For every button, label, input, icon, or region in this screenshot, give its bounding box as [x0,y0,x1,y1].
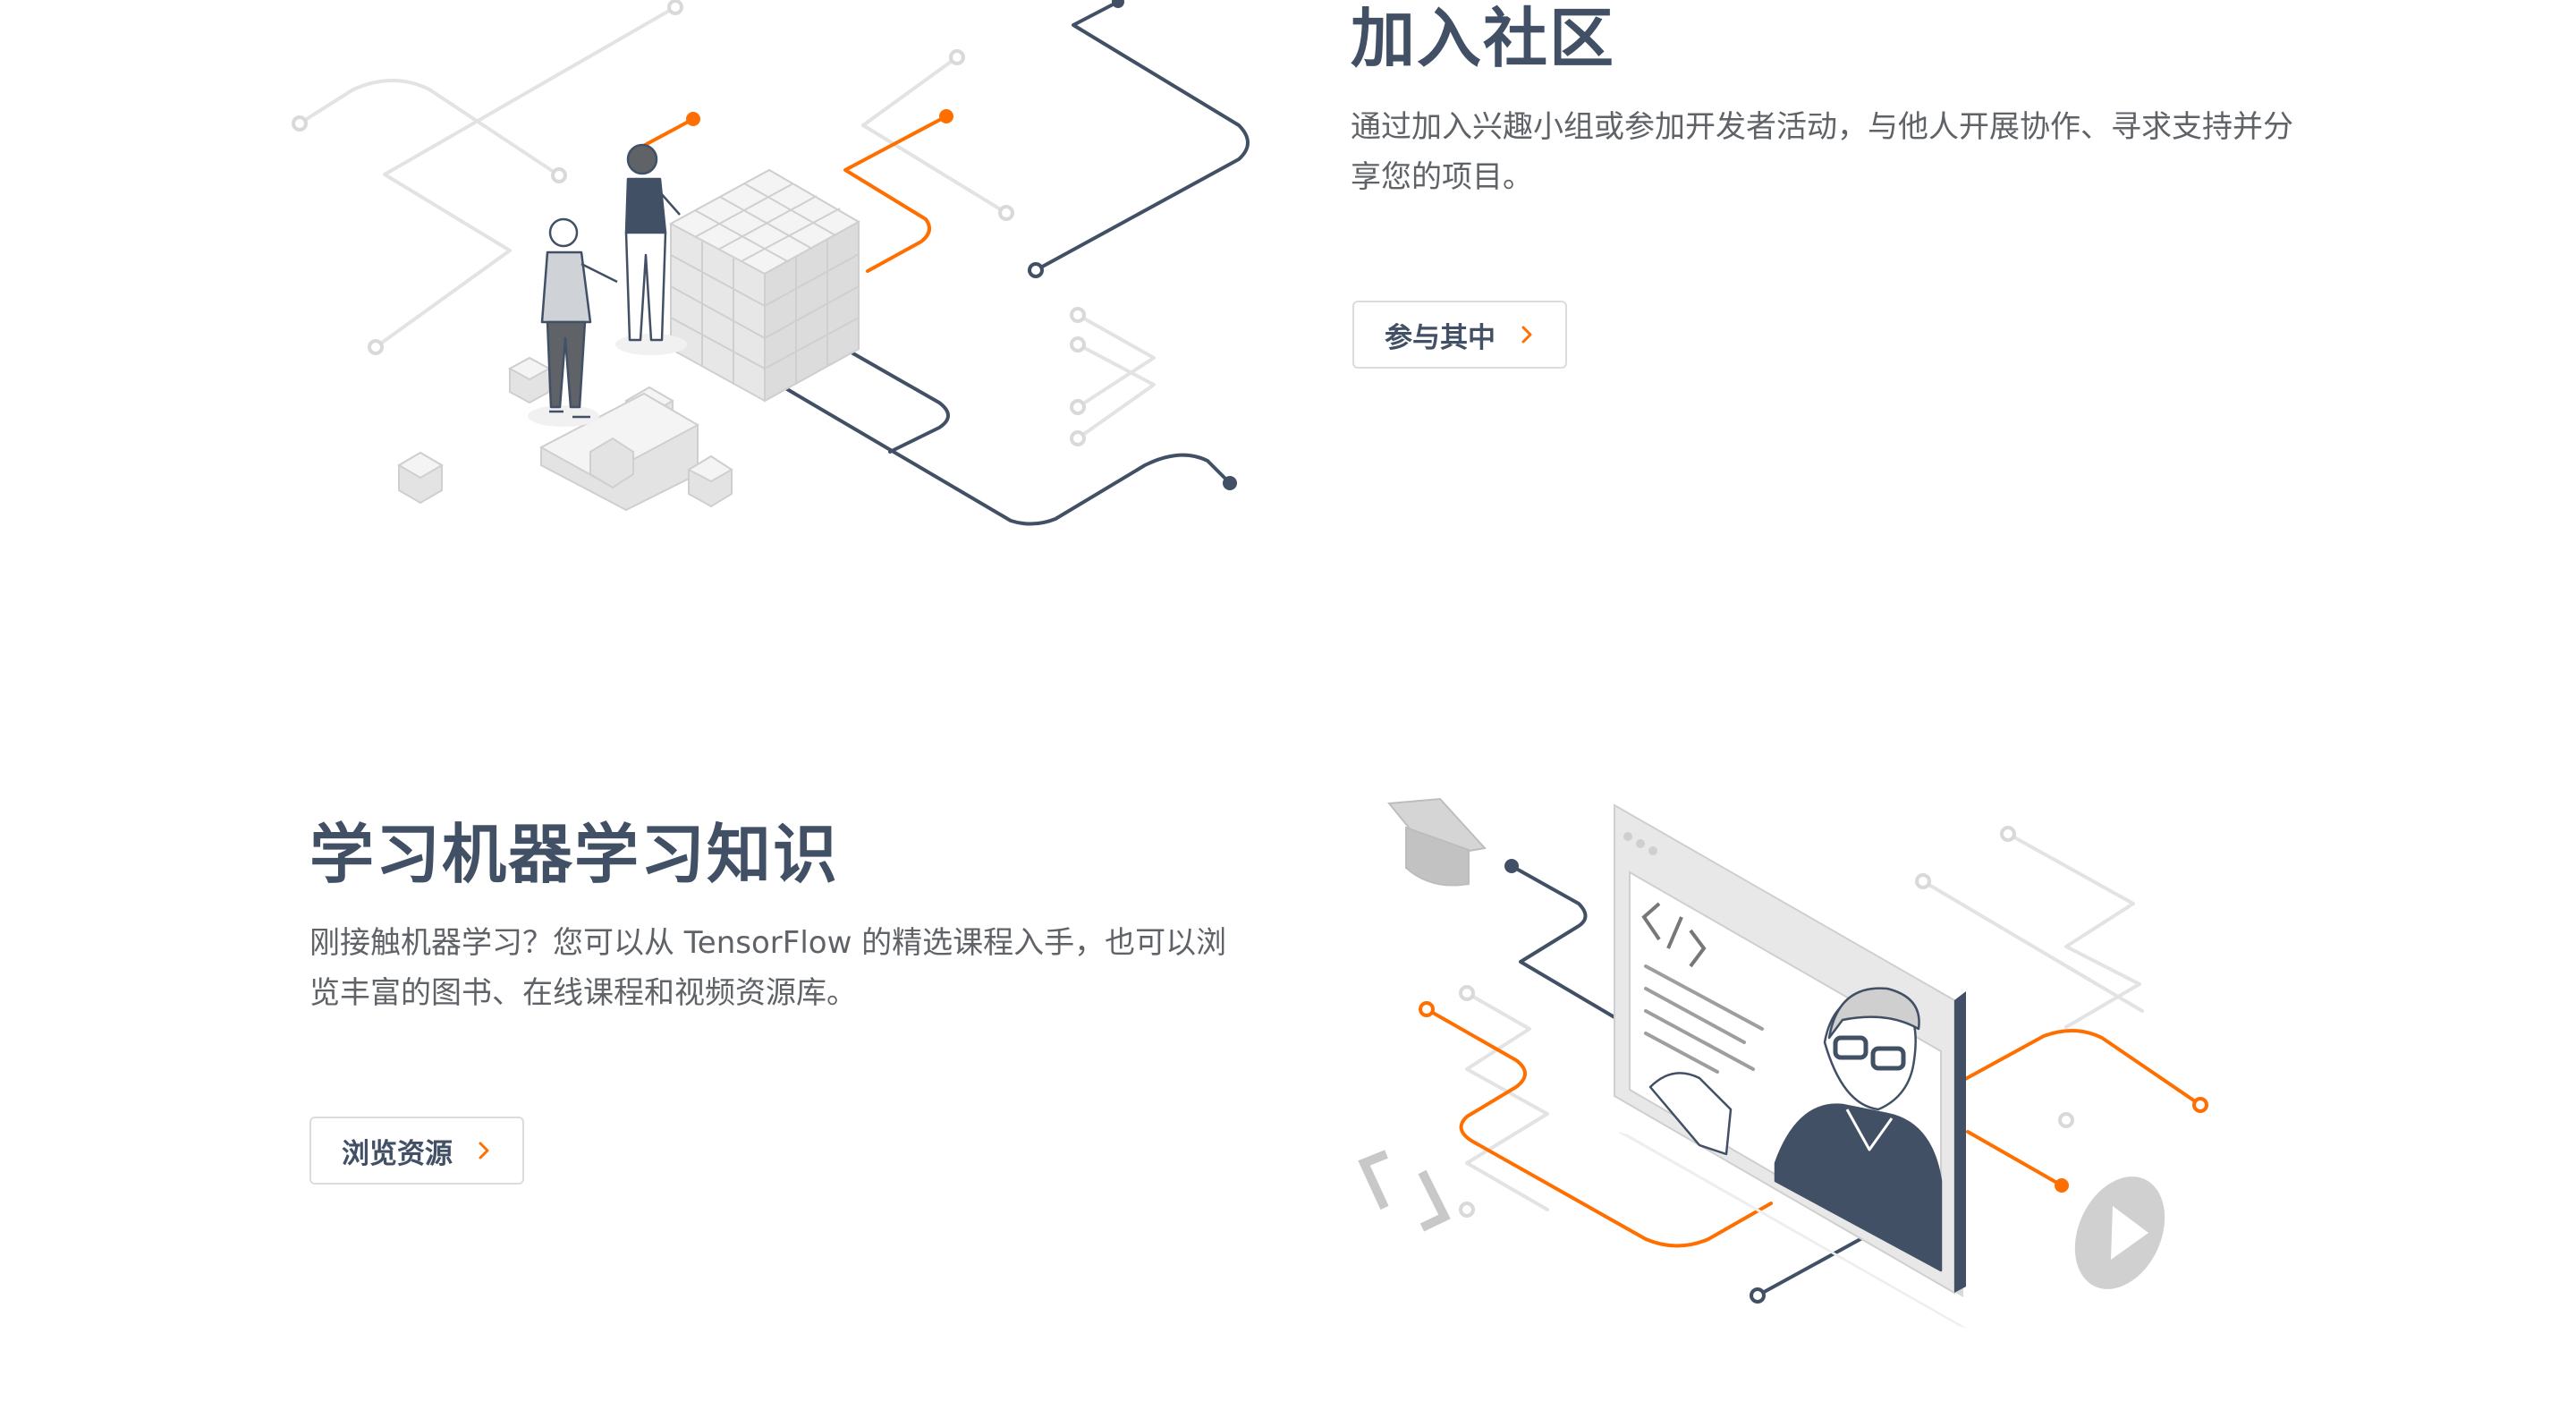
community-section: 加入社区 通过加入兴趣小组或参加开发者活动，与他人开展协作、寻求支持并分享您的项… [1351,0,2334,202]
community-title: 加入社区 [1351,1,1616,76]
chevron-right-icon [479,1142,489,1159]
community-description: 通过加入兴趣小组或参加开发者活动，与他人开展协作、寻求支持并分享您的项目。 [1351,109,2293,196]
learn-ml-title: 学习机器学习知识 [309,817,840,892]
learn-ml-section: 学习机器学习知识 刚接触机器学习？您可以从 TensorFlow 的精选课程入手… [309,816,1240,1018]
browse-resources-button[interactable]: 浏览资源 [309,1117,524,1185]
learn-ml-description: 刚接触机器学习？您可以从 TensorFlow 的精选课程入手，也可以浏览丰富的… [309,925,1227,1012]
get-involved-button[interactable]: 参与其中 [1352,301,1567,369]
browse-resources-button-label: 浏览资源 [342,1137,453,1170]
chevron-right-icon [1521,326,1532,344]
get-involved-button-label: 参与其中 [1385,321,1496,354]
